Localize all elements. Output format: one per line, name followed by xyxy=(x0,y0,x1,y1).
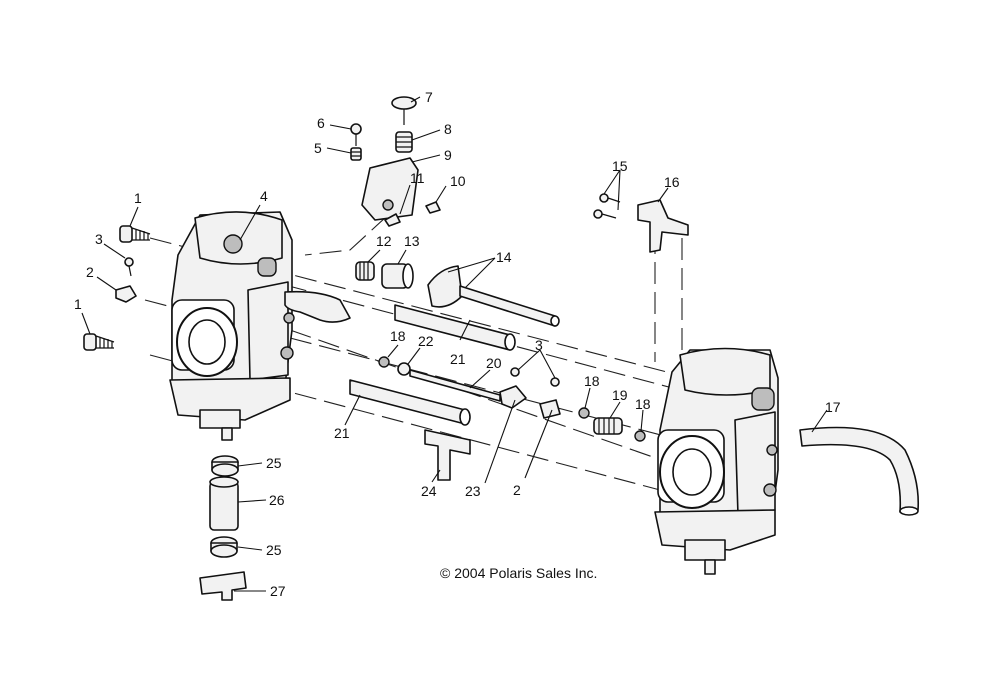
tee-fitting-part-24 xyxy=(424,429,471,481)
callout-20: 20 xyxy=(486,355,502,371)
callout-16: 16 xyxy=(664,174,680,190)
screw-part-1-lower xyxy=(83,333,115,351)
copyright-notice: © 2004 Polaris Sales Inc. xyxy=(440,565,597,581)
clamp-part-25-upper xyxy=(211,455,239,477)
callout-6: 6 xyxy=(317,115,325,131)
callouts: 1 1 2 2 3 3 4 5 6 7 8 9 10 11 12 13 14 1… xyxy=(74,89,841,599)
bracket-part-16 xyxy=(637,199,689,253)
bracket-part-2-center xyxy=(539,399,561,419)
callout-7: 7 xyxy=(425,89,433,105)
washer-part-18-a xyxy=(378,356,390,368)
callout-5: 5 xyxy=(314,140,322,156)
small-screw-part-3-left xyxy=(124,257,134,277)
callout-18-b: 18 xyxy=(584,373,600,389)
washer-part-18-b xyxy=(578,407,590,419)
shaft-part-20 xyxy=(409,369,501,402)
callout-11: 11 xyxy=(410,170,425,186)
callout-9: 9 xyxy=(444,147,452,163)
lever-part-23 xyxy=(499,385,527,409)
callout-25-upper: 25 xyxy=(266,455,282,471)
callout-15: 15 xyxy=(612,158,628,174)
left-carburetor xyxy=(169,211,351,441)
callout-23: 23 xyxy=(465,483,481,499)
callout-1-lower: 1 xyxy=(74,296,82,312)
small-screw-part-3-center xyxy=(510,367,560,387)
callout-22: 22 xyxy=(418,333,434,349)
callout-12: 12 xyxy=(376,233,392,249)
screw-part-1-upper xyxy=(119,225,151,243)
callout-2-center: 2 xyxy=(513,482,521,498)
callout-13: 13 xyxy=(404,233,420,249)
hose-part-17 xyxy=(799,426,920,516)
clamp-part-25-lower xyxy=(210,536,238,558)
callout-26: 26 xyxy=(269,492,285,508)
callout-18-a: 18 xyxy=(390,328,406,344)
top-cover-assembly xyxy=(350,96,441,227)
screws-part-15 xyxy=(593,193,621,219)
callout-21-lower: 21 xyxy=(334,425,350,441)
bracket-part-2-left xyxy=(115,285,137,303)
callout-18-c: 18 xyxy=(635,396,651,412)
callout-19: 19 xyxy=(612,387,628,403)
tube-part-21-lower xyxy=(349,379,471,426)
tee-fitting-part-27 xyxy=(199,571,247,601)
washer-part-18-c xyxy=(634,430,646,442)
callout-14: 14 xyxy=(496,249,512,265)
callout-2-left: 2 xyxy=(86,264,94,280)
right-carburetor xyxy=(654,347,779,575)
spring-part-12 xyxy=(355,261,375,281)
callout-4: 4 xyxy=(260,188,268,204)
callout-8: 8 xyxy=(444,121,452,137)
callout-3-left: 3 xyxy=(95,231,103,247)
callout-17: 17 xyxy=(825,399,841,415)
callout-25-lower: 25 xyxy=(266,542,282,558)
tube-part-21-upper xyxy=(394,304,516,351)
spring-part-19 xyxy=(593,417,623,435)
callout-3-center: 3 xyxy=(535,337,543,353)
throttle-cam-part-14 xyxy=(427,265,560,327)
bushing-part-13 xyxy=(381,263,414,289)
callout-24: 24 xyxy=(421,483,437,499)
callout-21-upper: 21 xyxy=(450,351,466,367)
callout-10: 10 xyxy=(450,173,466,189)
washer-part-22 xyxy=(397,362,411,376)
leader-lines xyxy=(81,96,828,592)
callout-27: 27 xyxy=(270,583,286,599)
hose-part-26 xyxy=(209,476,239,531)
callout-1-upper: 1 xyxy=(134,190,142,206)
